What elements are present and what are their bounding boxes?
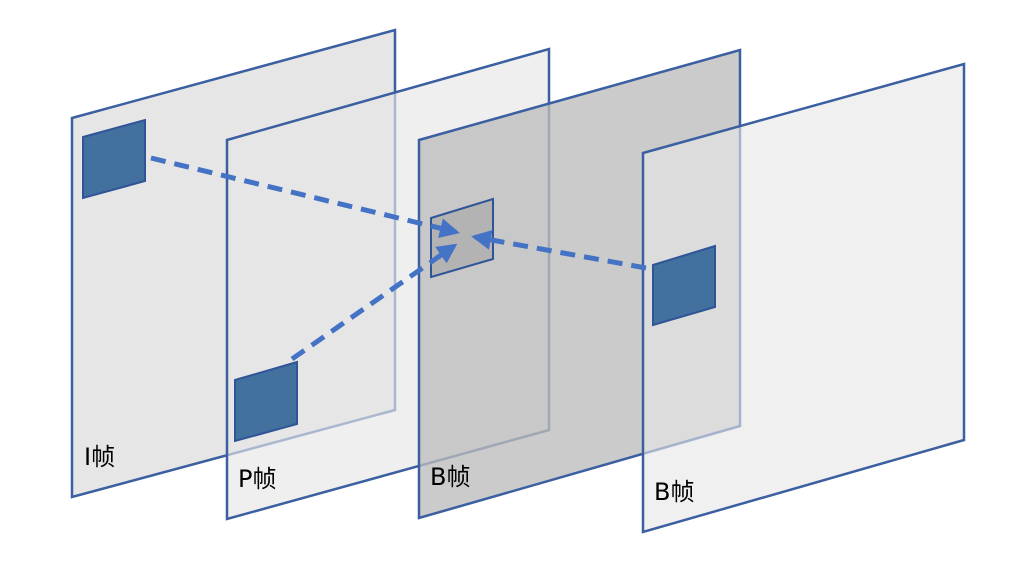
prediction-arrows: [150, 155, 647, 362]
b-frame-2: B帧: [641, 62, 966, 534]
arrow-i-frame-to-b-frame: [150, 155, 460, 238]
b-frame-2-panel: [641, 62, 966, 534]
p-frame-label: P帧: [238, 465, 276, 493]
b-frame-2-label: B帧: [654, 478, 694, 506]
arrow-b-frame-to-b-frame: [471, 230, 647, 271]
arrow-p-frame-to-b-frame: [290, 243, 458, 362]
b-frame-1-label: B帧: [430, 463, 470, 491]
i-frame-label: I帧: [84, 443, 115, 471]
i-frame-block: [82, 118, 146, 200]
p-frame-block: [234, 360, 298, 443]
b-frame-2-block: [652, 244, 716, 327]
